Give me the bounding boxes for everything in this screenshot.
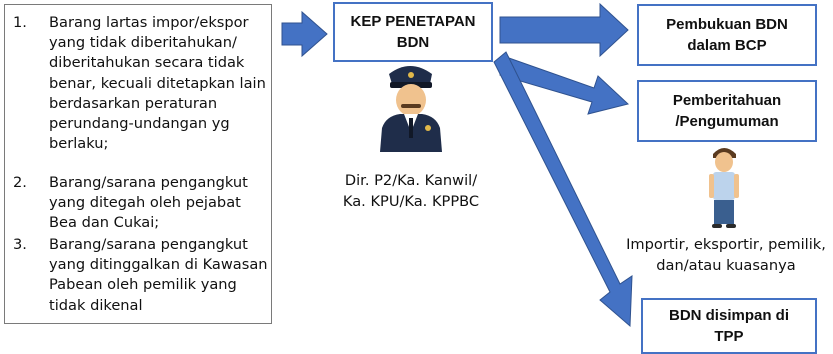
node-bdn-disimpan: BDN disimpan di TPP xyxy=(641,298,817,354)
node-pemberitahuan: Pemberitahuan /Pengumuman xyxy=(637,80,817,142)
list-item-text: Barang/sarana pengangkut yang ditinggalk… xyxy=(49,236,268,314)
list-item-number: 2. xyxy=(13,174,27,191)
criteria-list: 1. Barang lartas impor/ekspor yang tidak… xyxy=(4,4,272,324)
arrow-kep-to-pembukuan xyxy=(499,2,629,58)
officer-caption: Dir. P2/Ka. Kanwil/ Ka. KPU/Ka. KPPBC xyxy=(342,172,480,210)
list-item-number: 3. xyxy=(13,236,27,253)
importer-caption: Importir, eksportir, pemilik, dan/atau k… xyxy=(626,236,826,274)
arrow-kep-to-disimpan xyxy=(493,51,633,328)
list-item-text: Barang/sarana pengangkut yang ditegah ol… xyxy=(49,174,248,232)
list-item-text: Barang lartas impor/ekspor yang tidak di… xyxy=(49,14,266,153)
arrow-list-to-kep xyxy=(281,10,328,58)
node-pembukuan: Pembukuan BDN dalam BCP xyxy=(637,4,817,66)
node-kep-penetapan: KEP PENETAPAN BDN xyxy=(333,2,493,62)
list-item-number: 1. xyxy=(13,14,27,31)
